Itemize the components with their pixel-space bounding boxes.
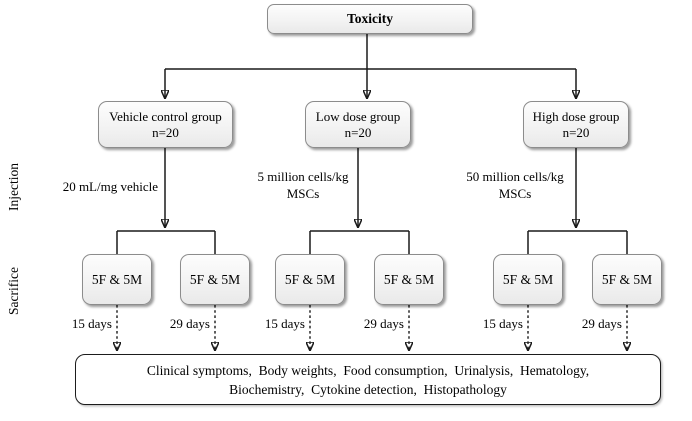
- injection-dose-text: 50 million cells/kg: [466, 169, 564, 184]
- sacrifice-time-label-1: 15 days: [71, 316, 112, 331]
- group-label: Low dose group: [315, 108, 401, 124]
- injection-dose-text: MSCs: [286, 186, 320, 201]
- injection-dose-text: 20 mL/mg vehicle: [62, 179, 158, 194]
- outcomes-text-line2: Biochemistry, Cytokine detection, Histop…: [229, 381, 507, 397]
- subgroup-label: 5F & 5M: [502, 271, 554, 287]
- side-label-injection: Injection: [6, 163, 21, 211]
- subgroup-node-5: 5F & 5M: [493, 254, 563, 305]
- group-n: n=20: [152, 124, 179, 140]
- root-node-toxicity: Toxicity: [267, 4, 473, 34]
- sacrifice-time-label-2: 29 days: [169, 316, 210, 331]
- injection-label-low-dose: 5 million cells/kg MSCs: [251, 168, 355, 202]
- sacrifice-time-label-5: 15 days: [482, 316, 523, 331]
- subgroup-node-4: 5F & 5M: [374, 254, 444, 305]
- group-node-high-dose: High dose group n=20: [523, 101, 629, 148]
- subgroup-label: 5F & 5M: [383, 271, 435, 287]
- subgroup-node-1: 5F & 5M: [82, 254, 152, 305]
- subgroup-node-2: 5F & 5M: [180, 254, 250, 305]
- outcomes-node: Clinical symptoms, Body weights, Food co…: [75, 354, 661, 405]
- subgroup-label: 5F & 5M: [284, 271, 336, 287]
- subgroup-label: 5F & 5M: [601, 271, 653, 287]
- group-node-vehicle-control: Vehicle control group n=20: [98, 101, 233, 148]
- side-label-sacrifice: Sacrifice: [6, 267, 21, 315]
- group-n: n=20: [562, 124, 590, 140]
- group-label: High dose group: [532, 108, 620, 124]
- sacrifice-time-label-3: 15 days: [264, 316, 305, 331]
- subgroup-label: 5F & 5M: [189, 271, 241, 287]
- injection-label-high-dose: 50 million cells/kg MSCs: [460, 168, 570, 202]
- outcomes-text-line1: Clinical symptoms, Body weights, Food co…: [146, 362, 590, 378]
- subgroup-node-6: 5F & 5M: [592, 254, 662, 305]
- subgroup-node-3: 5F & 5M: [275, 254, 345, 305]
- group-node-low-dose: Low dose group n=20: [305, 101, 411, 148]
- subgroup-label: 5F & 5M: [91, 271, 143, 287]
- group-label: Vehicle control group: [109, 108, 222, 124]
- injection-label-vehicle: 20 mL/mg vehicle: [40, 178, 158, 195]
- injection-dose-text: MSCs: [498, 186, 532, 201]
- sacrifice-time-label-6: 29 days: [581, 316, 622, 331]
- injection-dose-text: 5 million cells/kg: [257, 169, 349, 184]
- group-n: n=20: [344, 124, 372, 140]
- root-node-label: Toxicity: [346, 11, 393, 26]
- sacrifice-time-label-4: 29 days: [363, 316, 404, 331]
